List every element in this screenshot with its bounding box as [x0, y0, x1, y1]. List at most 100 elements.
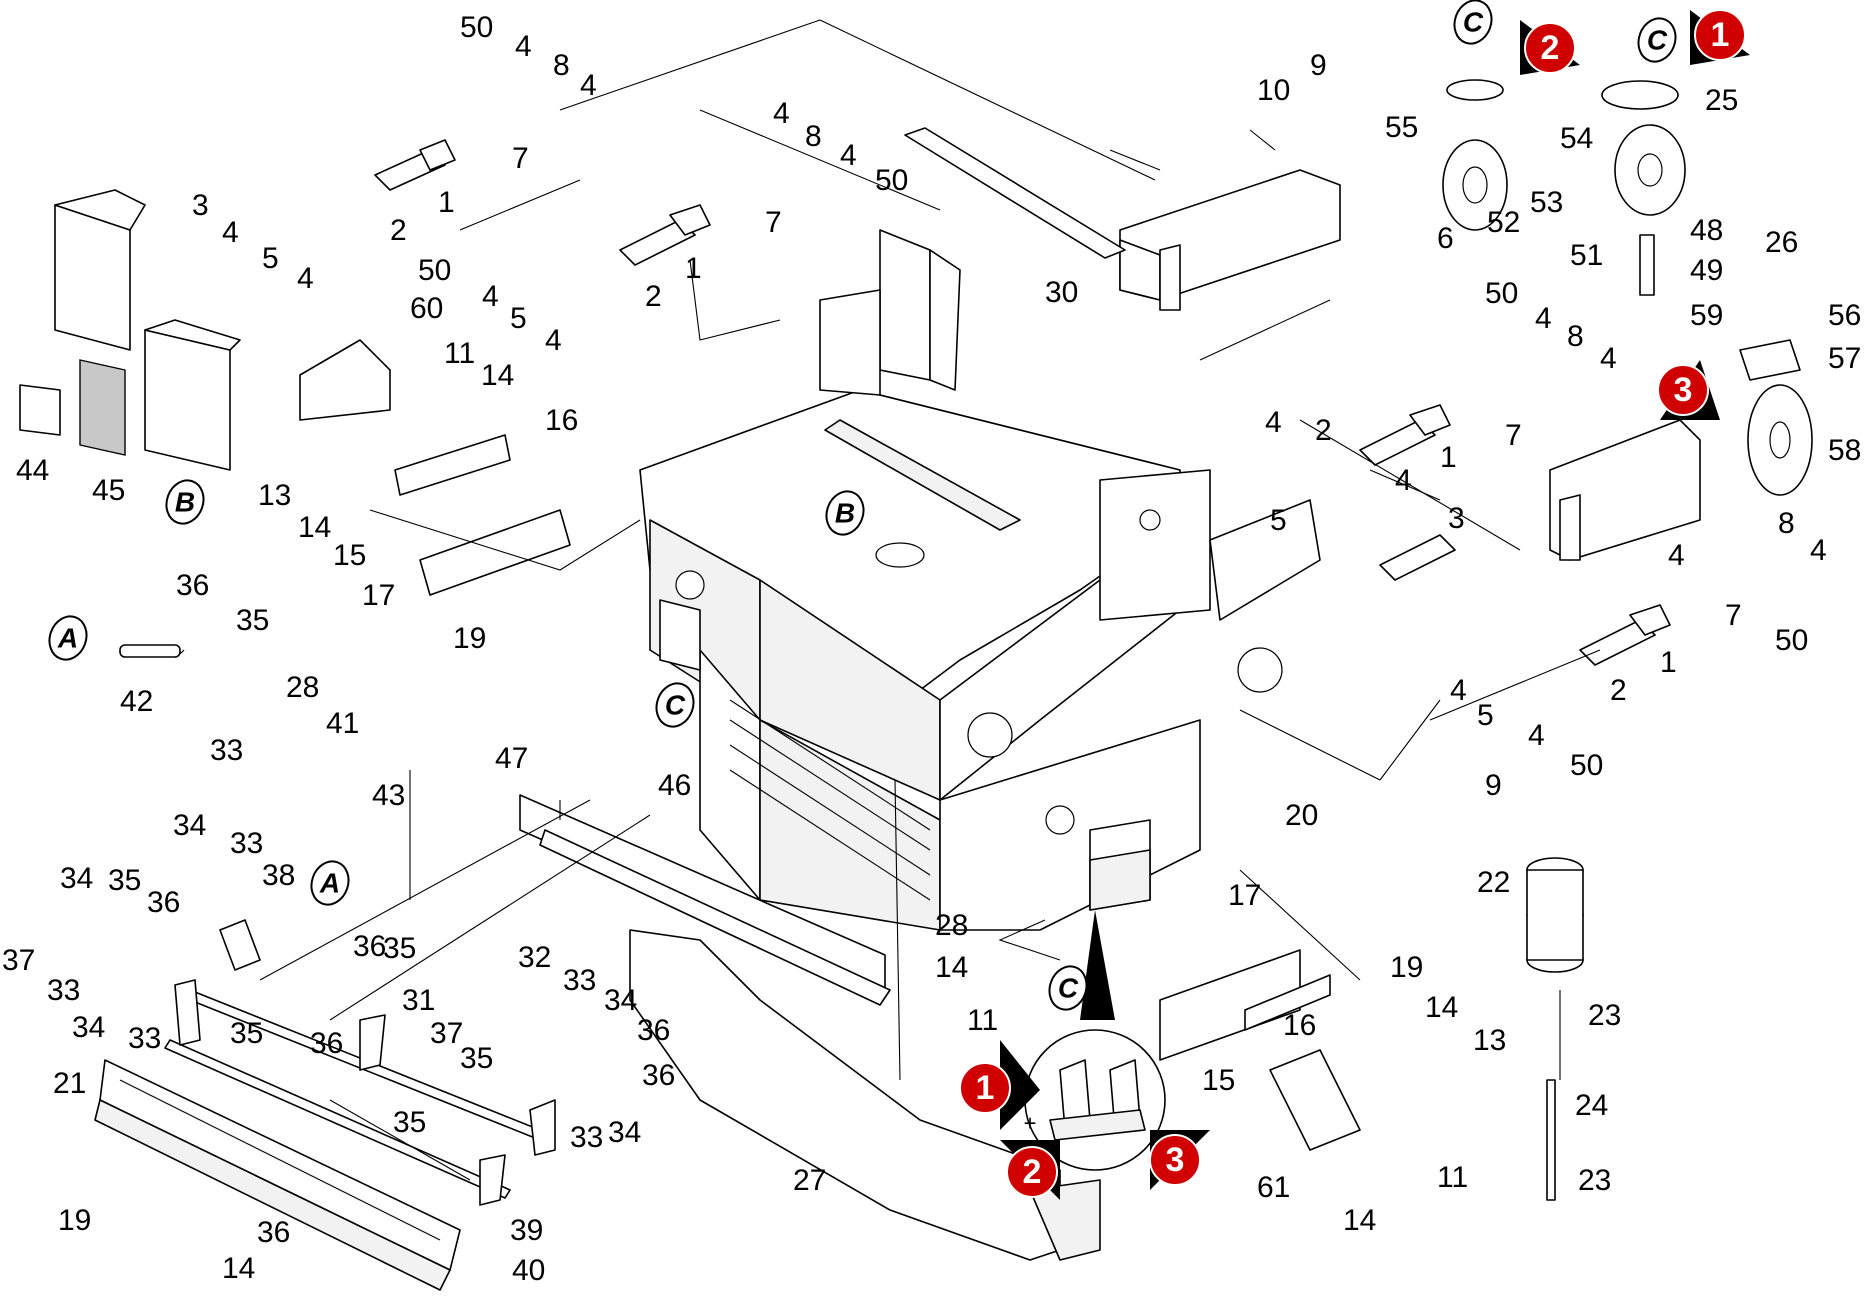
left-brackets — [299, 339, 571, 596]
callout-number: 25 — [1705, 84, 1738, 117]
callout-number: 11 — [967, 1004, 998, 1037]
callout-number: 4 — [1450, 674, 1467, 707]
link-rods — [374, 139, 1671, 666]
ref-tag-b-2: B — [835, 498, 855, 529]
callout-number: 2 — [645, 280, 662, 313]
ref-tag-c-4: C — [1058, 973, 1079, 1004]
ref-tag-a-2: A — [319, 868, 340, 899]
callout-number: 24 — [1575, 1089, 1608, 1122]
callout-number: 14 — [935, 951, 968, 984]
callout-number: 17 — [1228, 879, 1261, 912]
callout-number: 4 — [515, 30, 532, 63]
callout-number: 33 — [47, 974, 80, 1007]
callout-number: 50 — [1485, 277, 1518, 310]
callout-number: 7 — [1505, 419, 1522, 452]
callout-number: 52 — [1487, 206, 1520, 239]
callout-number: 4 — [1265, 406, 1282, 439]
callout-number: 35 — [230, 1017, 263, 1050]
detail-zoom — [1024, 910, 1166, 1171]
callout-number: 13 — [1473, 1024, 1506, 1057]
callout-number: 1 — [438, 186, 455, 219]
main-frame — [639, 229, 1321, 931]
callout-number: 42 — [120, 685, 153, 718]
callout-number: 34 — [72, 1011, 105, 1044]
callout-number: 36 — [637, 1014, 670, 1047]
callout-number: 5 — [1270, 504, 1287, 537]
callout-number: 23 — [1578, 1164, 1611, 1197]
callout-number: 37 — [430, 1017, 463, 1050]
callout-number: 33 — [230, 827, 263, 860]
callout-number: 33 — [128, 1022, 161, 1055]
callout-number: 8 — [553, 49, 570, 82]
variant-marker-1-top: 1 — [1711, 16, 1730, 54]
callout-number: 4 — [1668, 539, 1685, 572]
right-small-parts — [1159, 949, 1361, 1151]
callout-number: 50 — [1775, 624, 1808, 657]
callout-number: 10 — [1257, 74, 1290, 107]
callout-number: 34 — [608, 1116, 641, 1149]
callout-number: 28 — [935, 909, 968, 942]
callout-number: 35 — [108, 864, 141, 897]
callout-number: 33 — [570, 1121, 603, 1154]
callout-number: 4 — [840, 139, 857, 172]
callout-number: 50 — [418, 254, 451, 287]
callout-number: 4 — [222, 216, 239, 249]
callout-number: 34 — [604, 984, 637, 1017]
callout-number: 1 — [685, 252, 702, 285]
callout-number: 7 — [1725, 599, 1742, 632]
callout-number: 14 — [481, 359, 514, 392]
callout-number: 51 — [1570, 239, 1603, 272]
callout-number: 35 — [236, 604, 269, 637]
callout-number: 2 — [390, 214, 407, 247]
callout-number: 3 — [1448, 502, 1465, 535]
callout-number: 16 — [545, 404, 578, 437]
callout-number: 53 — [1530, 186, 1563, 219]
callout-number: 11 — [1437, 1161, 1468, 1194]
callout-number: 41 — [326, 707, 359, 740]
callout-number: 7 — [512, 142, 529, 175]
callout-number: 14 — [1343, 1204, 1376, 1237]
callout-number: 36 — [147, 886, 180, 919]
callout-number: 5 — [510, 302, 527, 335]
callout-number: 56 — [1828, 299, 1861, 332]
callout-number: 2 — [1610, 674, 1627, 707]
callout-number: 19 — [1390, 951, 1423, 984]
callout-number: 27 — [793, 1164, 826, 1197]
variant-marker-2-top: 2 — [1541, 29, 1560, 67]
callout-number: 59 — [1690, 299, 1723, 332]
callout-number: 34 — [60, 862, 93, 895]
caster-assemblies — [1442, 79, 1813, 496]
ref-tag-a-1: A — [57, 623, 78, 654]
variant-marker-1-detail: 1 — [976, 1069, 995, 1107]
callout-number: 50 — [1570, 749, 1603, 782]
callout-number: 58 — [1828, 434, 1861, 467]
callout-number: 44 — [16, 454, 49, 487]
variant-marker-3-detail: 3 — [1166, 1141, 1185, 1179]
callout-number: 9 — [1485, 769, 1502, 802]
callout-number: 20 — [1285, 799, 1318, 832]
callout-number: 38 — [262, 859, 295, 892]
callout-number: 23 — [1588, 999, 1621, 1032]
callout-number: 54 — [1560, 122, 1593, 155]
callout-number: 4 — [1528, 719, 1545, 752]
variant-marker-3-right: 3 — [1674, 371, 1693, 409]
callout-number: 13 — [258, 479, 291, 512]
callout-number: 61 — [1257, 1171, 1290, 1204]
callout-number: 31 — [402, 984, 435, 1017]
callout-number: 36 — [257, 1216, 290, 1249]
callout-number: 15 — [1202, 1064, 1235, 1097]
callout-number: 50 — [875, 164, 908, 197]
callout-number: 8 — [1567, 320, 1584, 353]
callout-number: 4 — [297, 262, 314, 295]
callout-number: 39 — [510, 1214, 543, 1247]
callout-number: 55 — [1385, 111, 1418, 144]
callout-number: 14 — [222, 1252, 255, 1285]
ref-tag-c-2: C — [1647, 25, 1668, 56]
callout-number: 28 — [286, 671, 319, 704]
callout-number: 21 — [53, 1067, 86, 1100]
callout-number: 60 — [410, 292, 443, 325]
callout-number: 22 — [1477, 866, 1510, 899]
front-squeegee-assembly — [94, 919, 556, 1291]
callout-number: 9 — [1310, 49, 1327, 82]
